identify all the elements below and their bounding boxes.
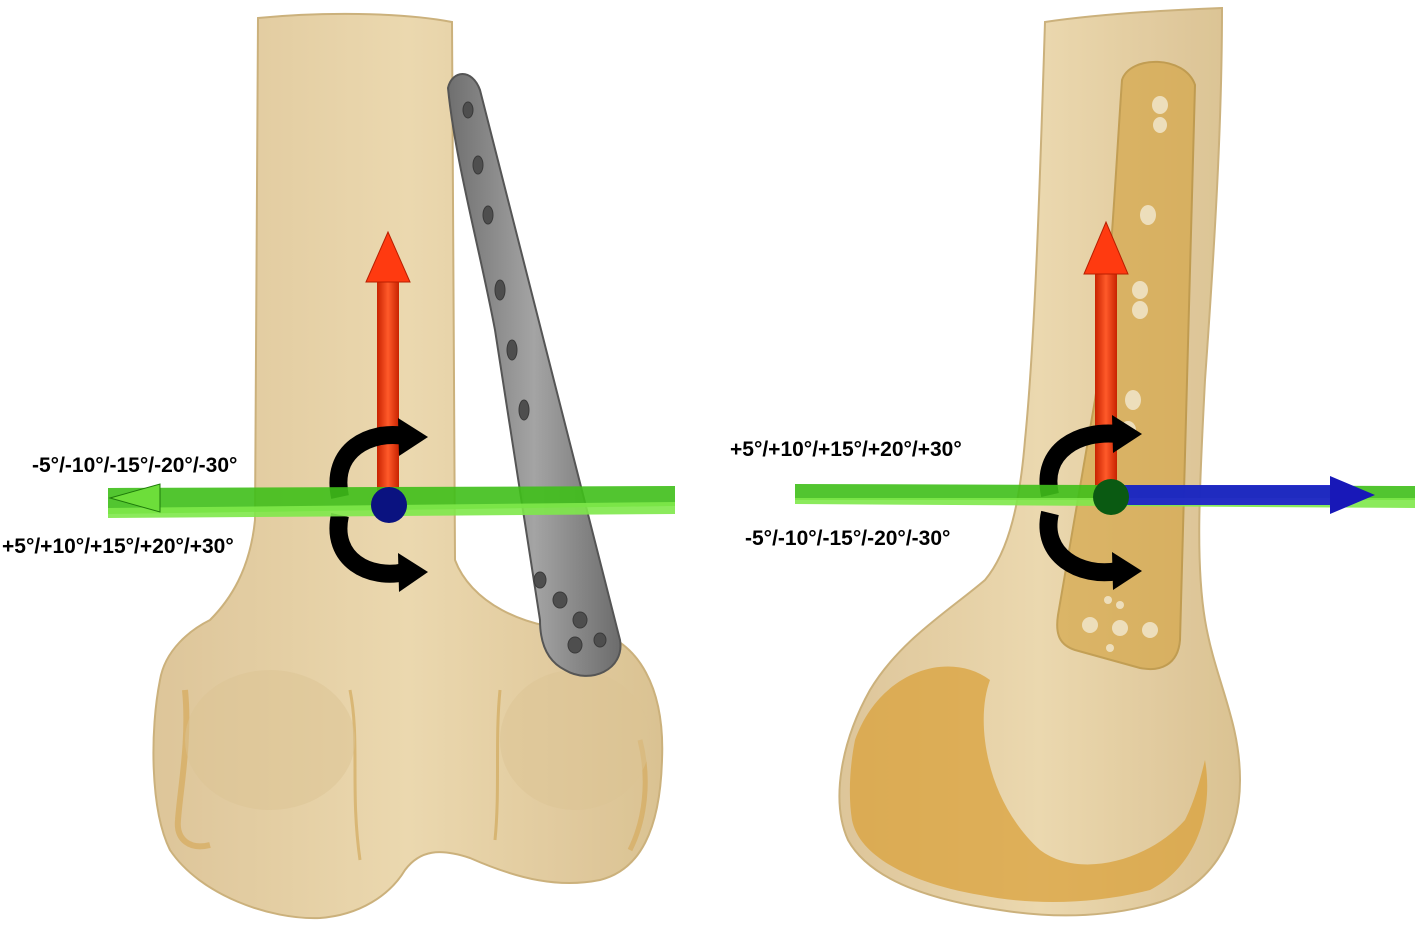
left-upper-angle-label: -5°/-10°/-15°/-20°/-30° bbox=[32, 454, 237, 477]
origin-point-right bbox=[1093, 479, 1129, 515]
locking-plate-grey bbox=[446, 73, 622, 677]
right-upper-angle-label: +5°/+10°/+15°/+20°/+30° bbox=[730, 438, 962, 461]
rotation-arrow-lower-left bbox=[329, 513, 428, 592]
rotation-arrow-lower-right bbox=[1039, 510, 1142, 590]
axis-blue-horizontal-right bbox=[1115, 476, 1375, 514]
rotation-arrow-upper-left bbox=[329, 418, 428, 499]
anterior-view-panel: -5°/-10°/-15°/-20°/-30° +5°/+10°/+15°/+2… bbox=[2, 12, 675, 920]
right-lower-angle-label: -5°/-10°/-15°/-20°/-30° bbox=[745, 527, 950, 550]
origin-point-left bbox=[371, 487, 407, 523]
femur-bone-anterior bbox=[152, 12, 664, 920]
lateral-view-panel: +5°/+10°/+15°/+20°/+30° -5°/-10°/-15°/-2… bbox=[730, 6, 1415, 917]
left-lower-angle-label: +5°/+10°/+15°/+20°/+30° bbox=[2, 535, 234, 558]
rotation-arrow-upper-right bbox=[1039, 415, 1142, 497]
